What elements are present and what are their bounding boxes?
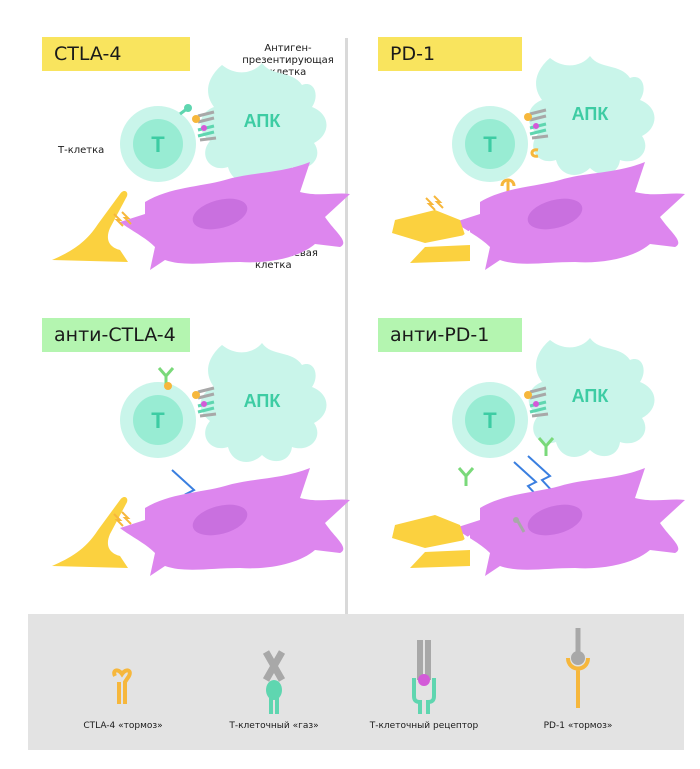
gas-pedal (52, 191, 128, 262)
cd28-receptor-icon (262, 650, 286, 714)
apc-letter: АПК (244, 111, 282, 131)
svg-text:Т: Т (483, 408, 497, 433)
legend-label-pd1: PD-1 «тормоз» (543, 721, 613, 731)
legend-panel: CTLA-4 «тормоз» Т-клеточный «газ» Т-клет… (28, 614, 684, 750)
svg-text:Т: Т (151, 408, 165, 433)
legend-label-gas: Т-клеточный «газ» (229, 721, 319, 731)
ctla4-receptor-icon (112, 668, 132, 704)
legend-label-tcr: Т-клеточный рецептор (369, 721, 479, 731)
svg-text:Т: Т (483, 132, 497, 157)
ctla4-panel-scene: Т АПК (52, 63, 350, 270)
svg-text:АПК: АПК (572, 104, 610, 124)
panel-divider (345, 38, 348, 614)
tumor-cell (120, 468, 350, 576)
pd1-panel-scene: Т АПК (392, 56, 685, 270)
broken-brake-pedal (392, 515, 470, 568)
tcr-receptor-icon (412, 640, 436, 714)
gas-pedal (52, 497, 128, 568)
illustration: Т АПК Т АПК Т АПК Т (52, 56, 685, 576)
t-cell-letter: Т (151, 132, 165, 157)
t-cell-note: Т-клетка (58, 145, 105, 156)
title-ctla4: CTLA-4 (42, 37, 190, 71)
title-pd1: PD-1 (378, 37, 522, 71)
antibody (457, 466, 475, 488)
svg-text:АПК: АПК (572, 386, 610, 406)
tumor-cell (455, 468, 685, 576)
legend-label-ctla4: CTLA-4 «тормоз» (83, 721, 163, 731)
pd1-receptor-icon (566, 628, 590, 708)
anti-pd1-panel-scene: Т АПК (392, 338, 685, 576)
svg-text:АПК: АПК (244, 391, 282, 411)
anti-ctla4-panel-scene: Т АПК (52, 343, 350, 576)
spark-icon (425, 195, 444, 211)
title-anti-pd1: анти-PD-1 (378, 318, 522, 352)
broken-brake-pedal (392, 210, 470, 263)
title-anti-ctla4: анти-CTLA-4 (42, 318, 190, 352)
